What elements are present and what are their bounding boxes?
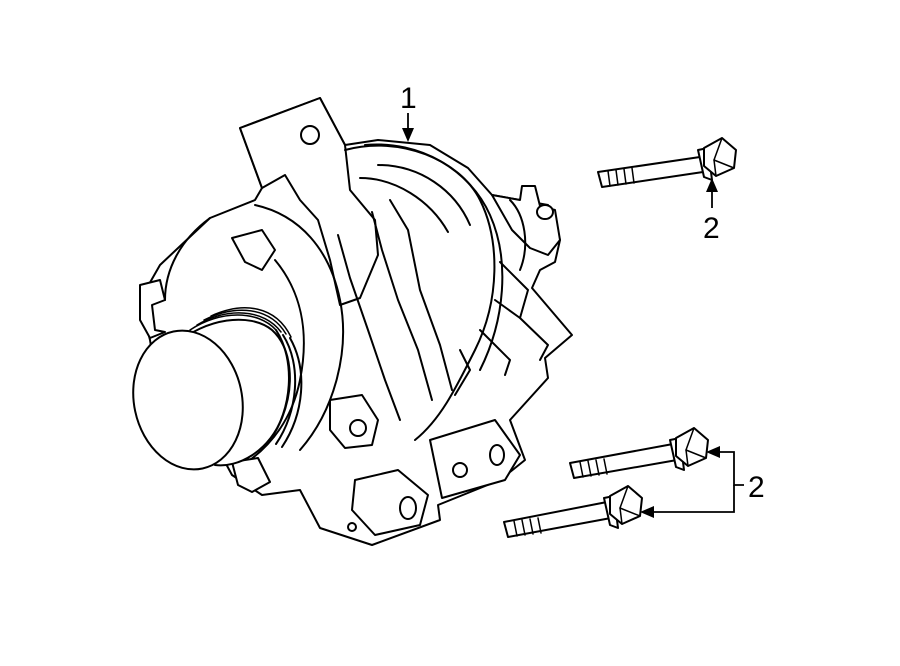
callout-1: 1 xyxy=(400,82,417,142)
callout-label-1: 1 xyxy=(400,82,417,115)
upper-mount-hole xyxy=(300,125,320,145)
lower-bolt-b xyxy=(503,485,643,538)
callout-2-upper: 2 xyxy=(703,178,720,245)
callout-2-lower: 2 xyxy=(640,446,765,518)
alternator xyxy=(132,97,573,546)
pulley-face xyxy=(132,329,244,471)
upper-bolt xyxy=(597,137,737,188)
pulley xyxy=(132,307,303,471)
lower-mount-hole-a xyxy=(452,462,468,478)
callout-label-2-lower: 2 xyxy=(748,471,765,504)
lower-mount-hole-c xyxy=(399,496,417,520)
lower-mount-hole-b xyxy=(489,444,505,466)
lower-bolt-a xyxy=(569,427,709,479)
callout-label-2-upper: 2 xyxy=(703,212,720,245)
